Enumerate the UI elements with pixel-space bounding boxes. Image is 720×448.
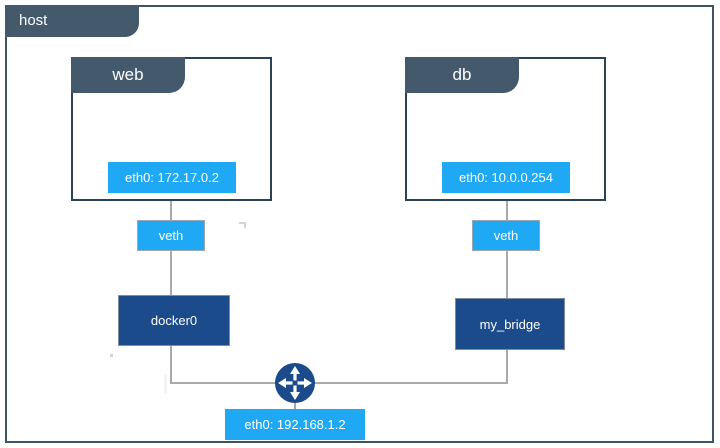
container-box-web[interactable]: web eth0: 172.17.0.2 [71, 57, 272, 201]
interface-label-web-eth0: eth0: 172.17.0.2 [125, 170, 219, 185]
veth-label-left: veth [158, 228, 184, 243]
interface-label-db-eth0: eth0: 10.0.0.254 [459, 170, 553, 185]
interface-chip-web-eth0[interactable]: eth0: 172.17.0.2 [108, 162, 236, 193]
artifact-speck-d [164, 375, 167, 393]
link-db-eth0-to-veth [506, 193, 508, 223]
container-box-db[interactable]: db eth0: 10.0.0.254 [405, 57, 606, 201]
bridge-chip-docker0[interactable]: docker0 [118, 295, 230, 346]
container-tab-web: web [71, 57, 185, 93]
link-veth-to-docker0 [170, 248, 172, 296]
bridge-label-docker0: docker0 [150, 313, 198, 328]
veth-label-right: veth [493, 228, 519, 243]
link-veth-to-my-bridge [506, 248, 508, 300]
router-icon[interactable] [274, 362, 316, 404]
interface-chip-db-eth0[interactable]: eth0: 10.0.0.254 [442, 162, 570, 193]
container-label-db: db [452, 65, 472, 84]
container-label-web: web [112, 65, 144, 84]
artifact-speck-b [244, 222, 246, 228]
interface-chip-host-eth0[interactable]: eth0: 192.168.1.2 [225, 409, 365, 440]
link-web-eth0-to-veth [170, 193, 172, 223]
artifact-speck-a [239, 222, 246, 224]
container-tab-db: db [405, 57, 519, 93]
veth-chip-right[interactable]: veth [472, 220, 540, 251]
veth-chip-left[interactable]: veth [137, 220, 205, 251]
bridge-label-my-bridge: my_bridge [479, 316, 541, 332]
host-tab-label: host [5, 5, 139, 37]
interface-label-host-eth0: eth0: 192.168.1.2 [244, 417, 346, 432]
link-docker0-to-bus [170, 344, 172, 384]
bridge-chip-my-bridge[interactable]: my_bridge [455, 298, 565, 350]
link-my-bridge-to-bus [506, 348, 508, 384]
link-bus-horizontal [170, 382, 508, 384]
artifact-speck-c [110, 354, 113, 357]
